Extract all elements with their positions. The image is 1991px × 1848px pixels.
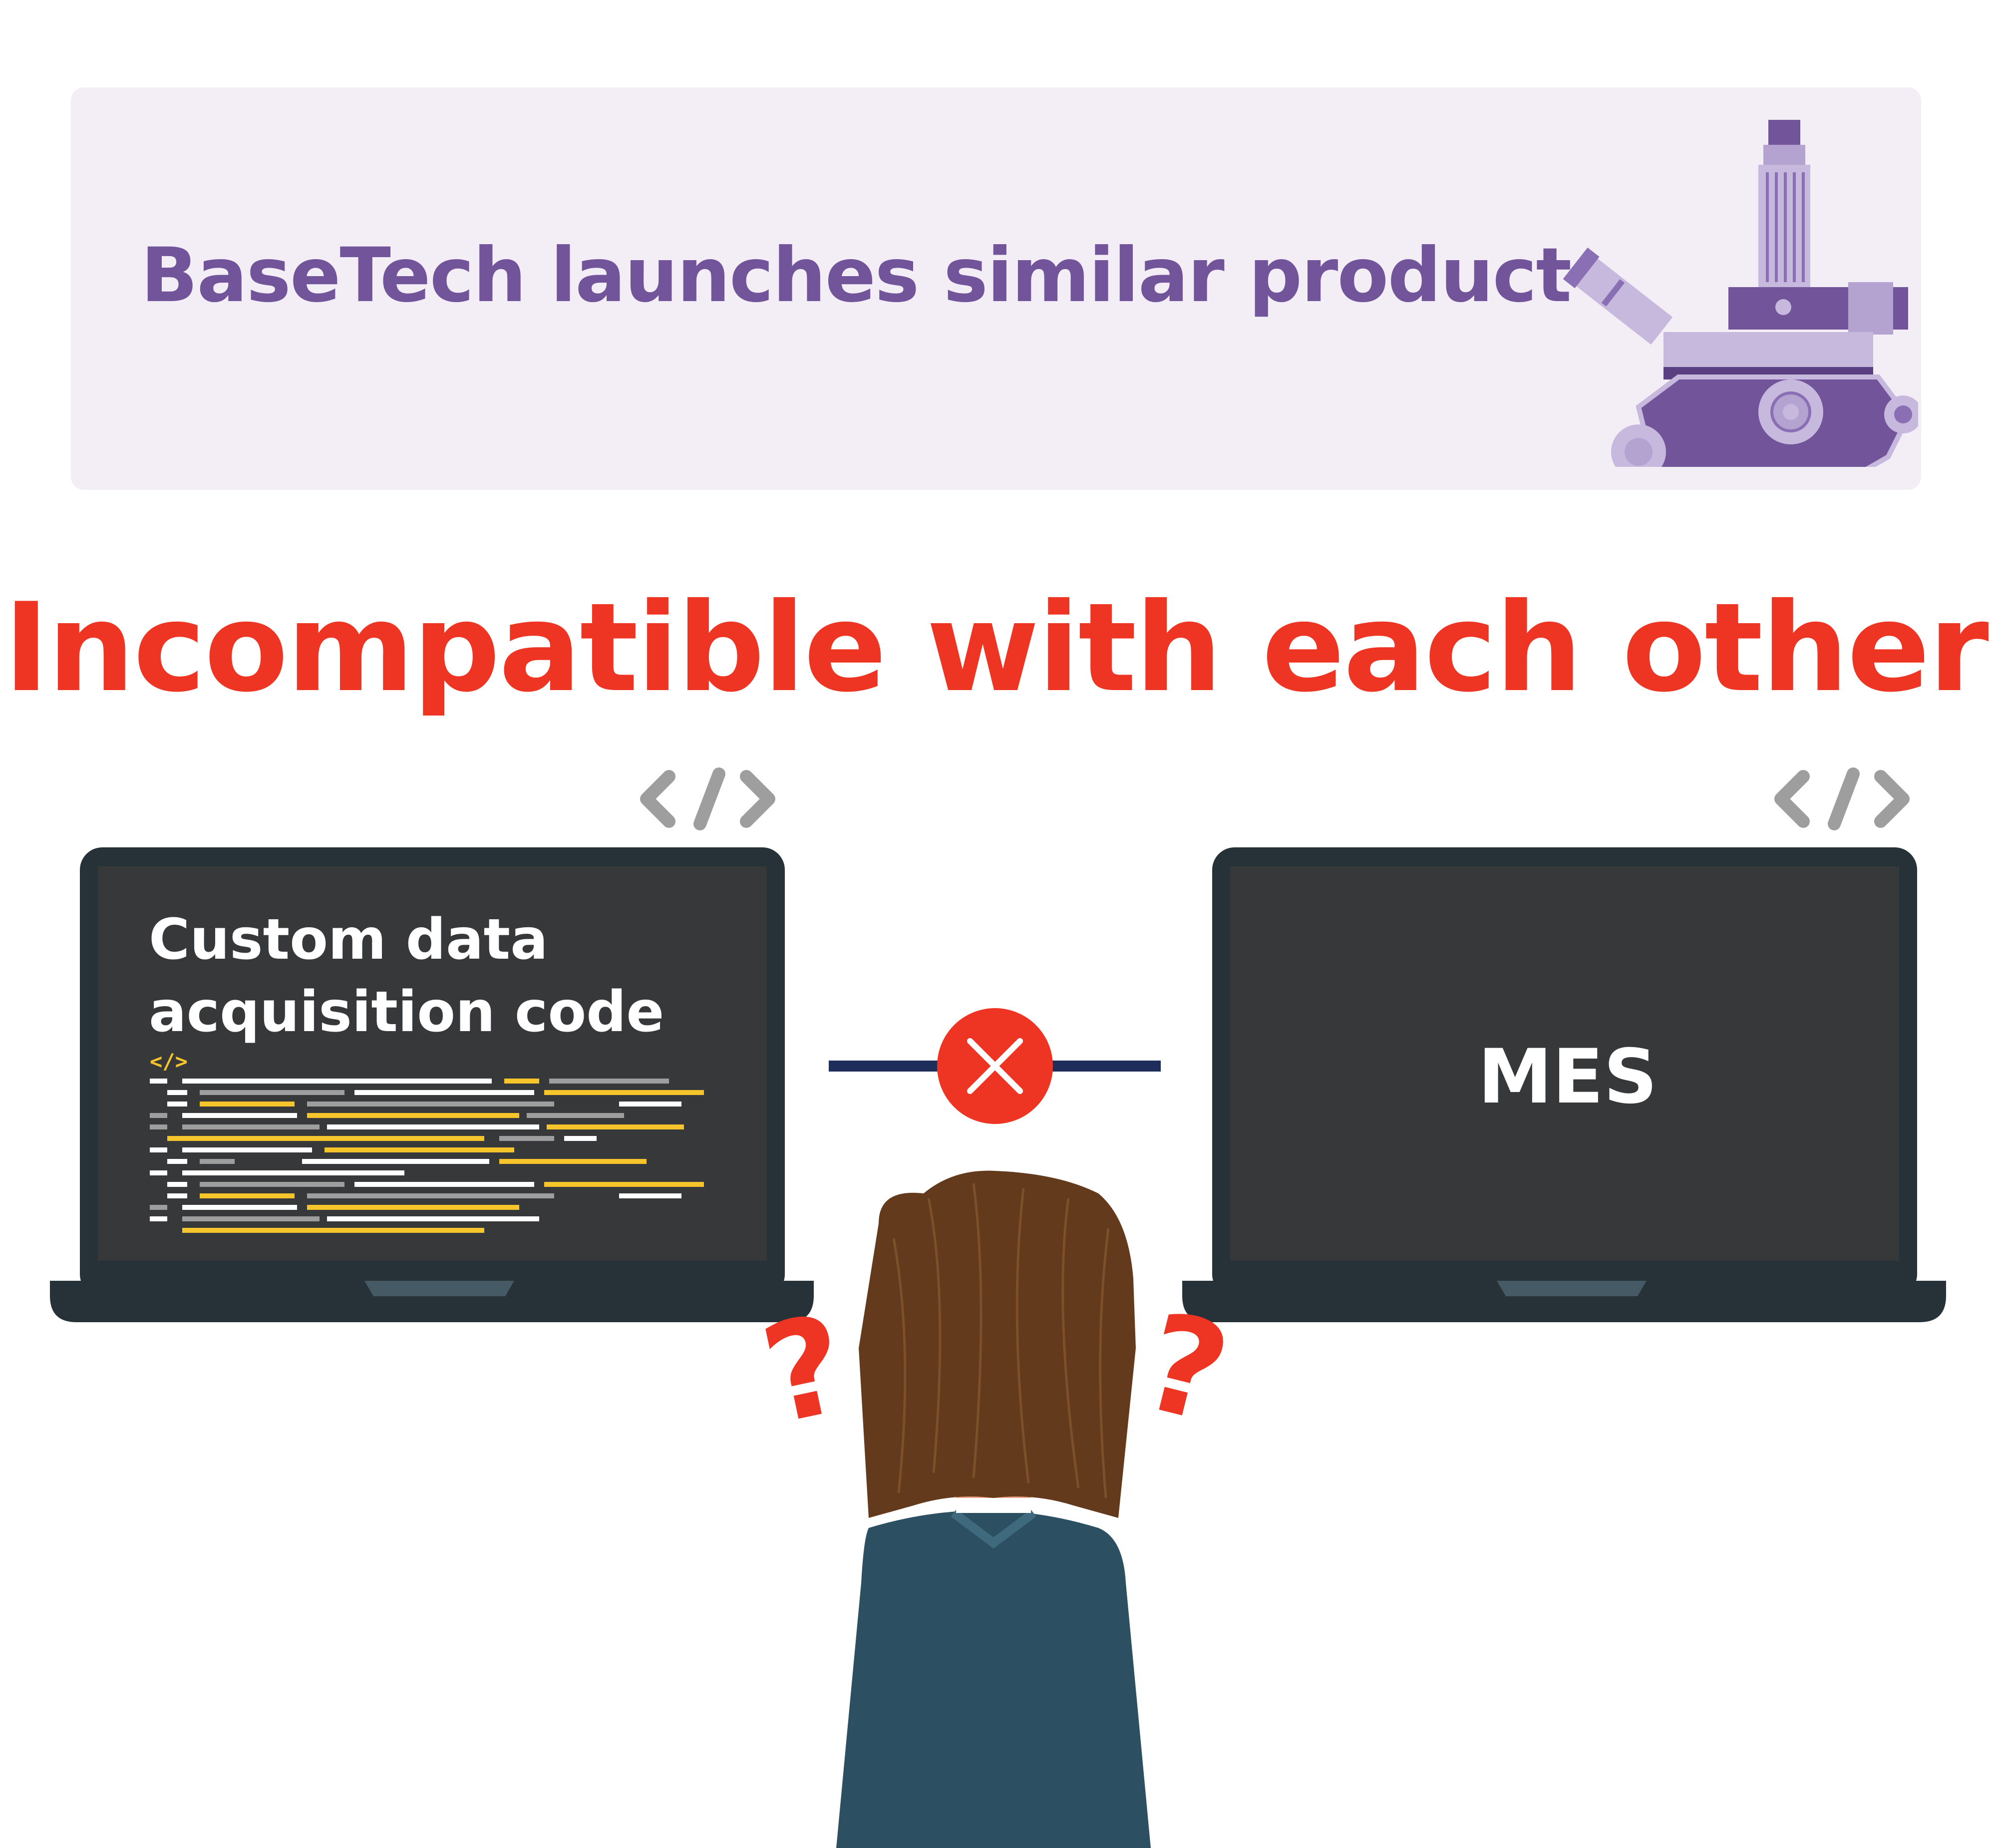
disconnect-x-icon: [829, 1008, 1161, 1124]
right-laptop-label: MES: [1478, 1034, 1658, 1120]
headline: Incompatible with each other: [3, 577, 1989, 719]
banner: BaseTech launches similar product: [71, 87, 1921, 490]
confused-person-icon: [836, 1170, 1151, 1848]
code-tag: </>: [150, 1049, 188, 1074]
right-laptop: [1182, 847, 1946, 1322]
svg-text:?: ?: [750, 1285, 859, 1455]
code-lines: </>: [150, 1049, 704, 1233]
code-brackets-icon: [1774, 767, 1910, 830]
code-brackets-icon: [640, 767, 775, 830]
question-mark-icon: ?: [750, 1285, 859, 1455]
svg-text:?: ?: [1129, 1282, 1243, 1454]
left-laptop-label: Custom data acquisition code: [149, 907, 664, 1045]
banner-title: BaseTech launches similar product: [141, 232, 1572, 319]
microscope-machine-icon: [1563, 120, 1918, 467]
question-mark-icon: ?: [1129, 1282, 1243, 1454]
